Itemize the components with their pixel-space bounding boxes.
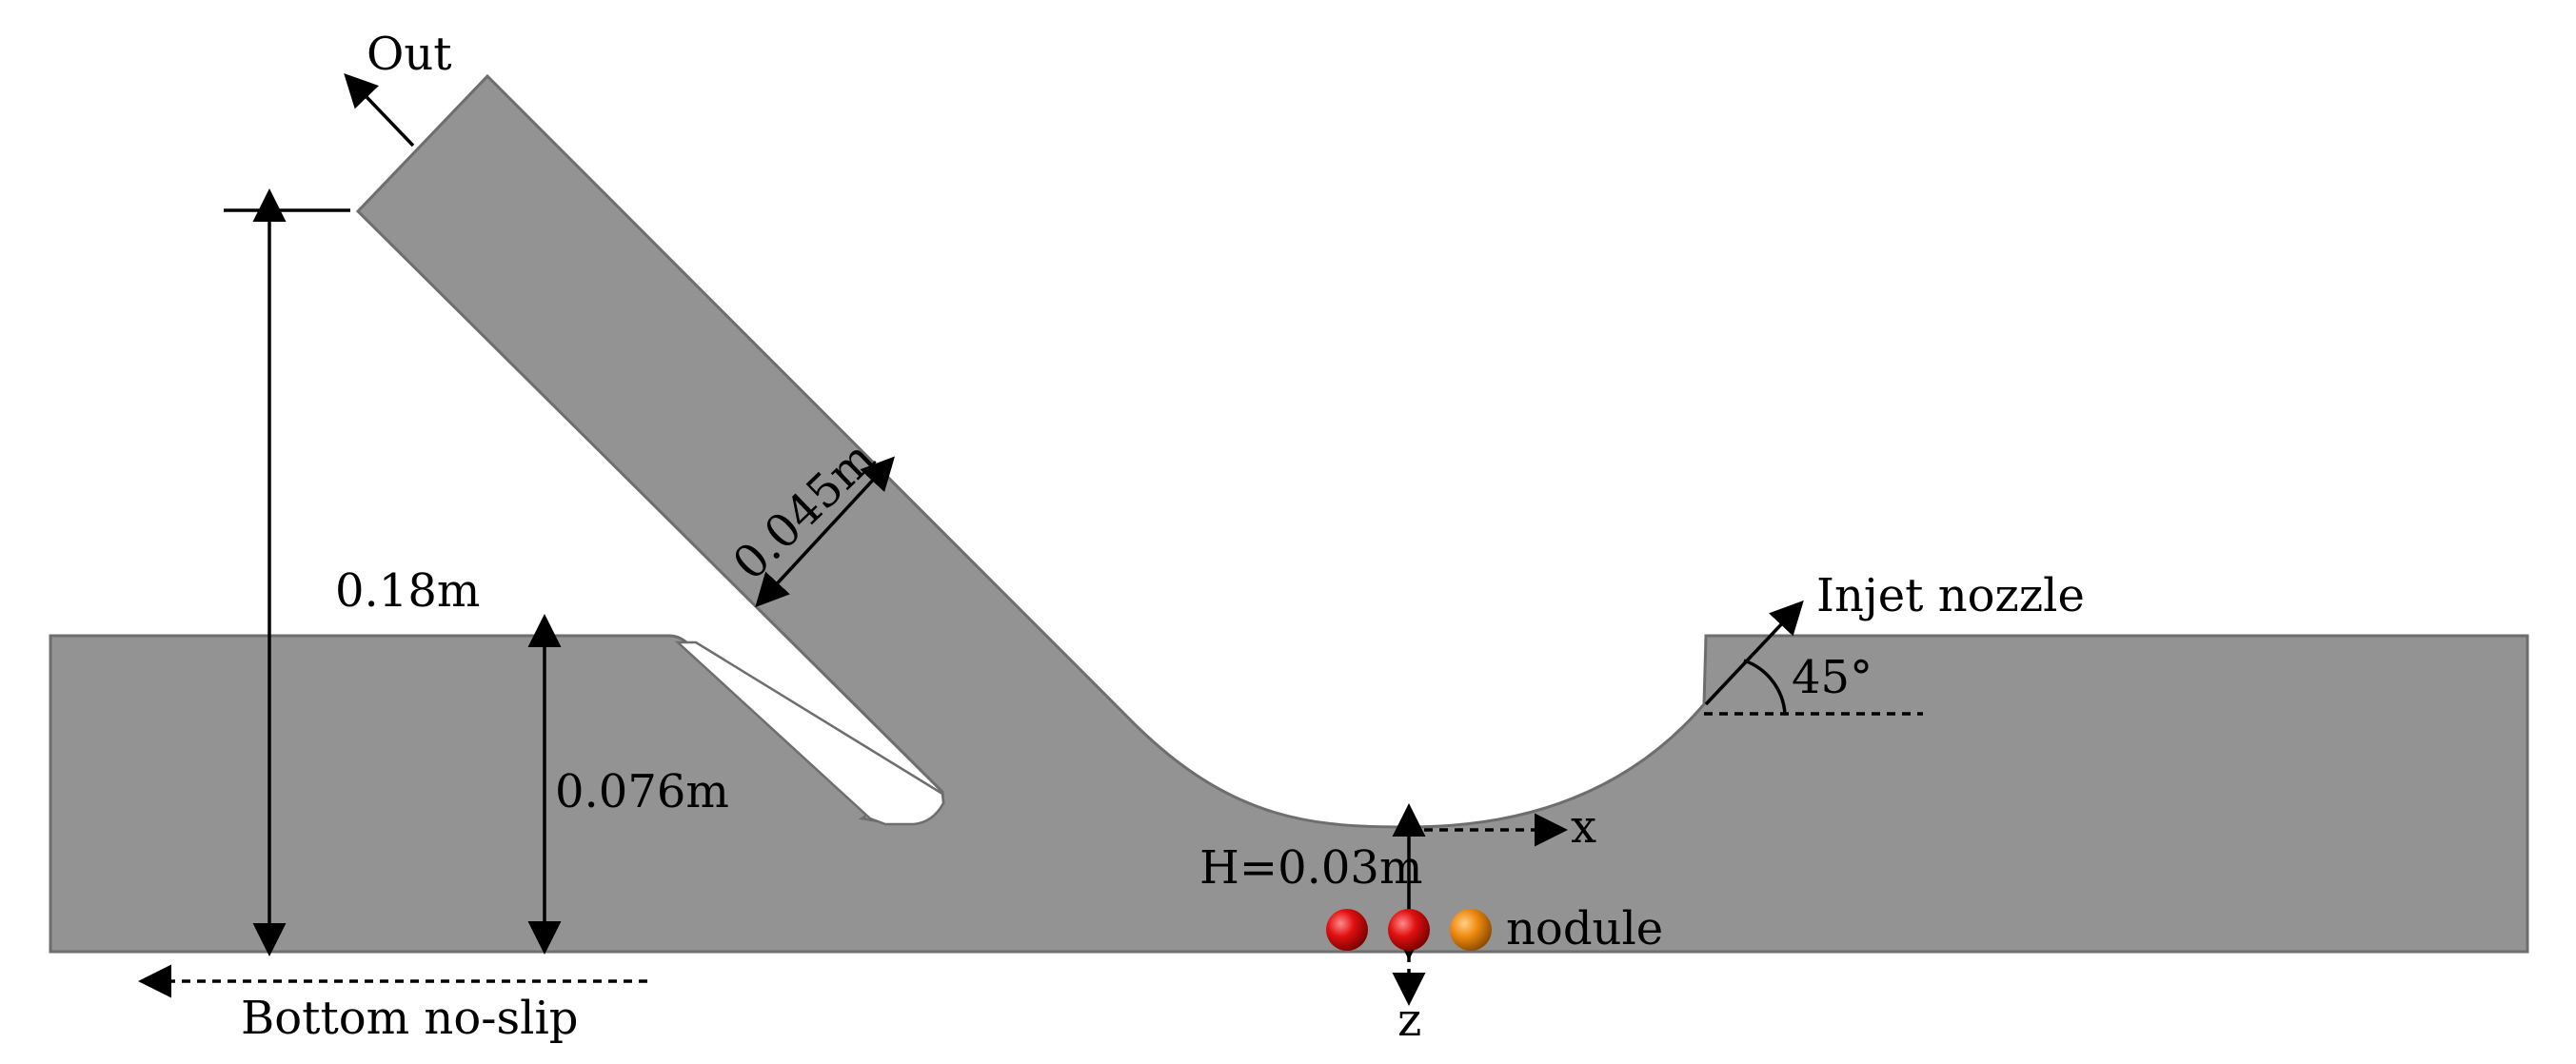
- nodule-label: nodule: [1506, 902, 1663, 956]
- out-arrow: [344, 72, 415, 148]
- nodule-1: [1326, 909, 1368, 951]
- dimension-arrow-pipe-width: [755, 456, 896, 608]
- collector-body: [49, 73, 2529, 954]
- nodule-2: [1388, 909, 1430, 951]
- gap-height-label: H=0.03m: [1199, 841, 1422, 895]
- injet-nozzle-arrow: [1704, 600, 1804, 706]
- out-label: Out: [367, 28, 452, 81]
- block-height-label: 0.076m: [555, 765, 729, 818]
- total-height-label: 0.18m: [335, 564, 480, 618]
- z-axis-label: z: [1397, 994, 1421, 1047]
- nodule-3: [1450, 909, 1492, 951]
- angle-label: 45°: [1792, 651, 1873, 704]
- bottom-boundary-label: Bottom no-slip: [241, 992, 579, 1045]
- injet-nozzle-label: Injet nozzle: [1816, 569, 2085, 622]
- angle-arc: [1743, 659, 1787, 715]
- slot-cavity: [674, 640, 945, 826]
- x-axis-label: x: [1571, 800, 1596, 854]
